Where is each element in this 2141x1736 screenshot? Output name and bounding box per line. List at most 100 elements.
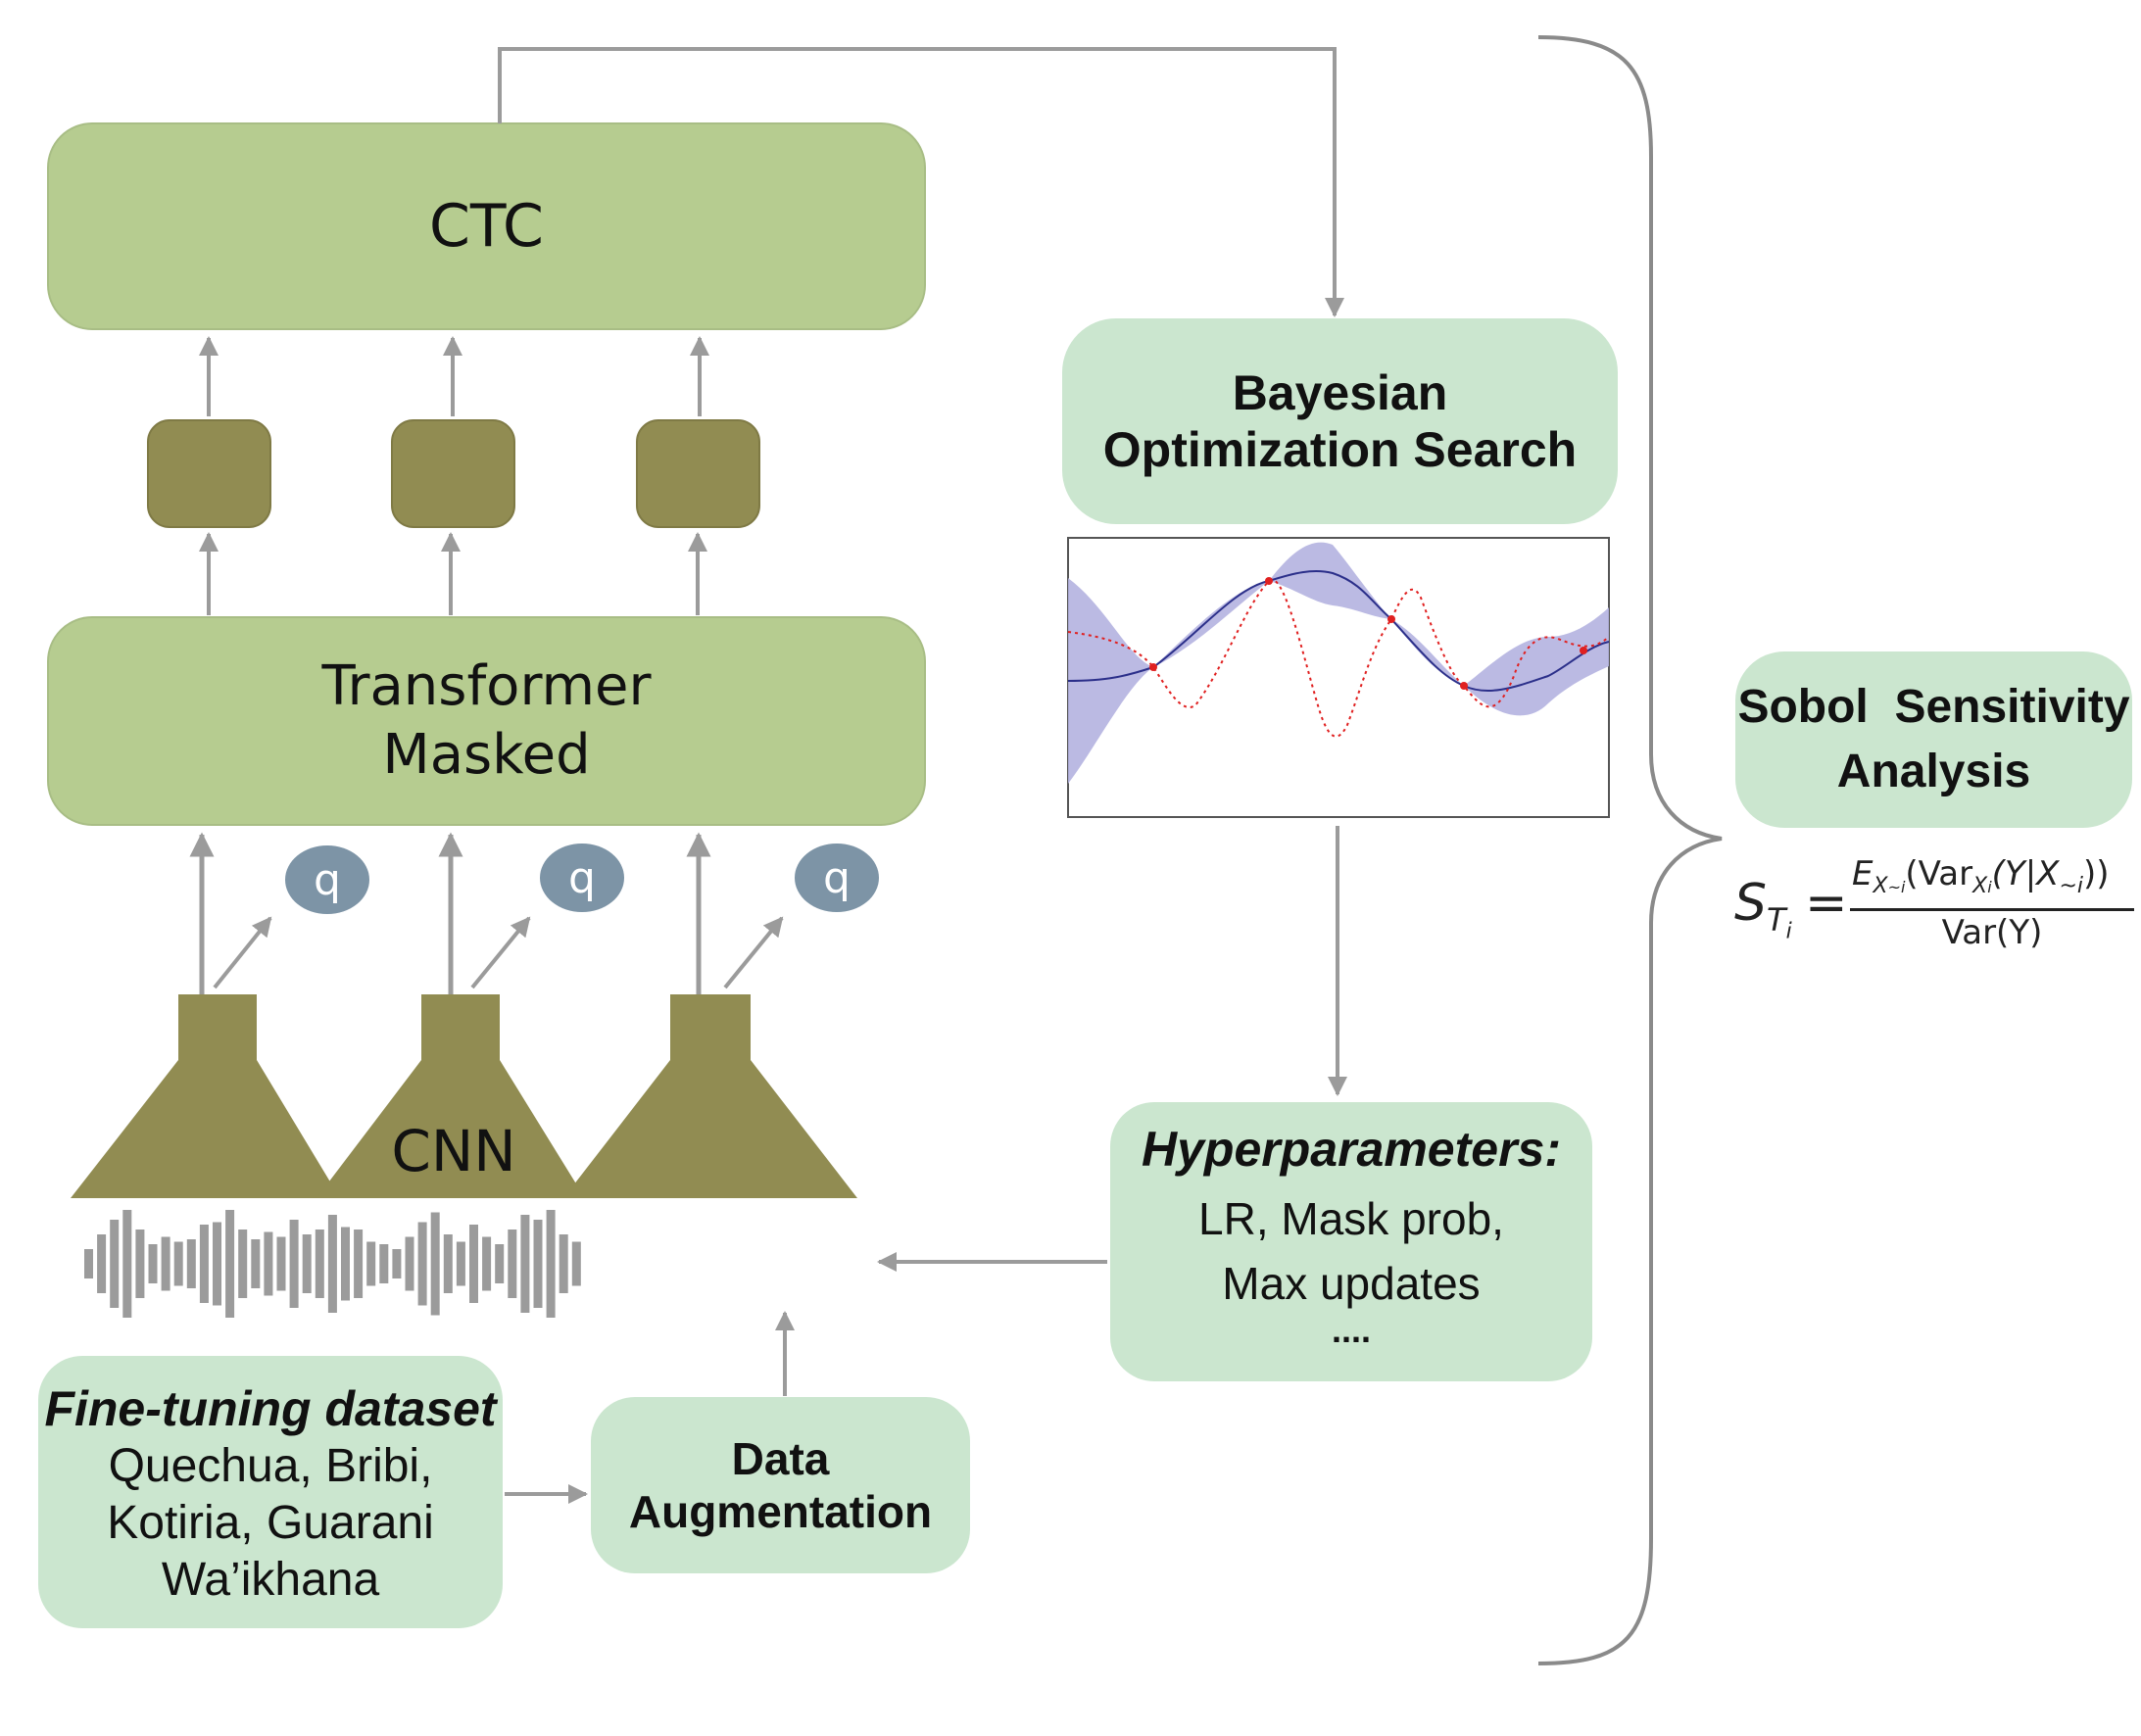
- ctc-label: CTC: [48, 123, 925, 329]
- hyperparameters-line1: LR, Mask prob,: [1198, 1193, 1504, 1244]
- cnn-funnel: [316, 994, 585, 1198]
- waveform-bar: [186, 1239, 196, 1288]
- waveform-bar: [97, 1234, 107, 1293]
- gp-observation-point: [1580, 647, 1587, 654]
- quantizer-bubble: [795, 844, 879, 912]
- context-vector-box: [147, 419, 271, 528]
- dataset-title: Fine-tuning dataset: [44, 1381, 497, 1436]
- formula-num-e-subsub: ~i: [1887, 877, 1906, 896]
- gp-observation-point: [1387, 615, 1395, 623]
- waveform-bar: [289, 1220, 299, 1308]
- waveform-bar: [148, 1244, 158, 1283]
- sobol-line1: Sobol Sensitivity: [1737, 681, 2130, 733]
- hyperparameters-label: Hyperparameters: LR, Mask prob, Max upda…: [1110, 1112, 1592, 1376]
- waveform-bar: [302, 1234, 312, 1293]
- formula-num-var-subsub: i: [1987, 877, 1992, 896]
- waveform-bar: [495, 1244, 505, 1283]
- formula-num-rest: (Y|X: [1991, 854, 2060, 893]
- formula-lhs-subsub: i: [1785, 919, 1792, 944]
- augmentation-label: Data Augmentation: [591, 1397, 970, 1573]
- formula-fraction-bar: [1850, 908, 2134, 911]
- formula-denominator: Var(Y): [1941, 913, 2043, 952]
- waveform-bar: [173, 1241, 183, 1286]
- formula-num-e-sub: X: [1873, 873, 1888, 898]
- hyperparameters-line2: Max updates: [1222, 1258, 1481, 1309]
- transformer-line1: Transformer: [321, 654, 652, 718]
- cnn-funnel: [563, 994, 857, 1198]
- gp-observation-point: [1460, 682, 1468, 690]
- waveform-bar: [379, 1244, 389, 1283]
- bayesian-line1: Bayesian: [1232, 365, 1448, 420]
- formula-num-close: )): [2082, 854, 2110, 893]
- bayesian-box: [1062, 318, 1618, 524]
- hyperparameters-box: [1110, 1102, 1592, 1381]
- waveform-bar: [161, 1236, 170, 1291]
- gp-observation-point: [1149, 663, 1157, 671]
- sobol-label: Sobol Sensitivity Analysis: [1735, 651, 2132, 828]
- waveform-bar: [417, 1222, 427, 1306]
- augmentation-line2: Augmentation: [628, 1486, 933, 1537]
- waveform-bar: [405, 1236, 414, 1291]
- dataset-label: Fine-tuning dataset Quechua, Bribi, Koti…: [38, 1362, 503, 1626]
- waveform-bar: [546, 1210, 556, 1318]
- formula-num-var-sub: X: [1972, 873, 1988, 898]
- gp-confidence-band: [1068, 542, 1609, 784]
- dataset-line1: Quechua, Bribi,: [108, 1440, 433, 1492]
- formula-equals: =: [1805, 874, 1848, 933]
- sobol-box: [1735, 651, 2132, 828]
- dataset-line2: Kotiria, Guarani: [107, 1497, 434, 1549]
- waveform-bar: [430, 1212, 440, 1316]
- quantizer-label: q: [540, 844, 624, 912]
- waveform-bar: [508, 1230, 517, 1298]
- transformer-line2: Masked: [382, 723, 591, 787]
- formula-lhs: STi: [1734, 874, 1792, 944]
- waveform-bar: [315, 1230, 324, 1298]
- quantizer-label-text: q: [568, 852, 596, 903]
- quantizer-label: q: [795, 844, 879, 912]
- formula-num-rest-sub: ~i: [2059, 873, 2083, 898]
- cnn-label-text: CNN: [391, 1118, 516, 1184]
- waveform-bar: [225, 1210, 235, 1318]
- context-vector-box: [391, 419, 515, 528]
- waveform-bar: [238, 1230, 248, 1298]
- formula-num-var: (Var: [1905, 854, 1973, 893]
- waveform-bar: [559, 1234, 568, 1293]
- waveform-bar: [354, 1230, 364, 1298]
- waveform-bar: [443, 1234, 453, 1293]
- waveform-bar: [251, 1239, 261, 1288]
- gp-true-function: [1067, 578, 1610, 738]
- formula-numerator: EX~i(VarXi(Y|X~i)): [1852, 854, 2110, 898]
- gp-observation-point: [1265, 577, 1273, 585]
- waveform-bar: [392, 1249, 402, 1278]
- quantizer-label-text: q: [314, 854, 341, 905]
- sobol-line2: Analysis: [1836, 746, 2031, 797]
- waveform-bar: [366, 1241, 376, 1286]
- arrow-to-quantizer: [470, 916, 531, 989]
- quantizer-label: q: [285, 845, 369, 914]
- transformer-label: Transformer Masked: [48, 617, 925, 825]
- context-vector-box: [636, 419, 760, 528]
- hyperparameters-title: Hyperparameters:: [1142, 1122, 1561, 1177]
- formula-lhs-sub: T: [1767, 901, 1786, 940]
- curly-brace: [1537, 35, 1723, 1665]
- waveform-bar: [84, 1249, 93, 1278]
- waveform-bar: [571, 1241, 581, 1286]
- waveform-bar: [533, 1220, 543, 1308]
- ctc-block: [47, 122, 926, 330]
- waveform-bar: [264, 1231, 273, 1296]
- waveform-bar: [110, 1220, 120, 1308]
- cnn-funnel: [71, 994, 340, 1198]
- waveform-bar: [456, 1241, 465, 1286]
- arrow-to-quantizer: [213, 916, 272, 989]
- bayesian-label: Bayesian Optimization Search: [1062, 318, 1618, 524]
- bayesian-line2: Optimization Search: [1102, 422, 1578, 477]
- augmentation-box: [591, 1397, 970, 1573]
- gaussian-process-plot: [1067, 537, 1610, 818]
- waveform-bar: [327, 1215, 337, 1313]
- waveform-bar: [276, 1236, 286, 1291]
- augmentation-line1: Data: [731, 1433, 830, 1484]
- audio-waveform: [84, 1210, 581, 1318]
- sobol-formula: STi = EX~i(VarXi(Y|X~i)) Var(Y): [1734, 852, 2136, 960]
- dataset-box: [38, 1356, 503, 1628]
